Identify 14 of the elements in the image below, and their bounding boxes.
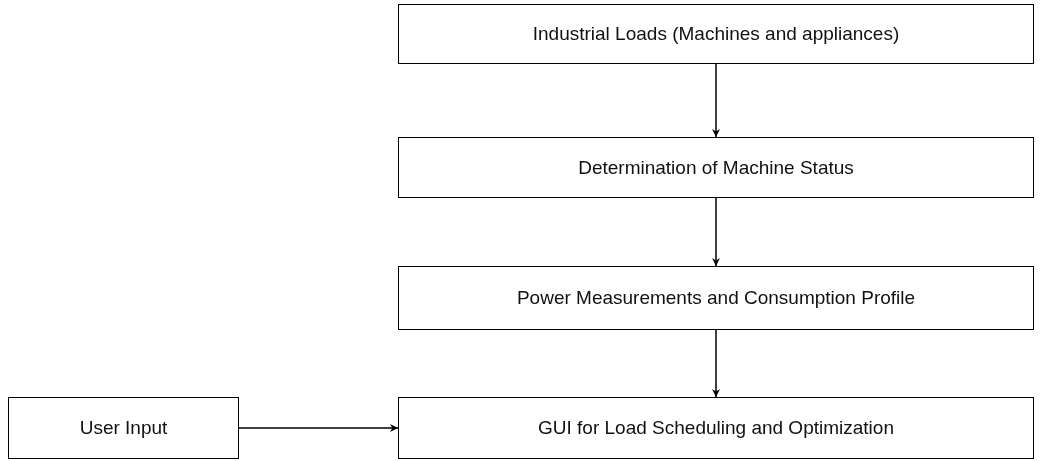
process-box <box>398 4 1034 64</box>
box-label: User Input <box>79 417 168 439</box>
process-box <box>398 137 1034 198</box>
box-label: Determination of Machine Status <box>578 156 854 179</box>
box-label: Power Measurements and Consumption Profile <box>516 287 916 309</box>
arrow <box>238 424 399 432</box>
box-label: Industrial Loads (Machines and appliances) <box>532 23 900 45</box>
arrow <box>712 63 720 138</box>
process-box <box>8 397 239 459</box>
arrow <box>712 329 720 398</box>
box-label: GUI for Load Scheduling and Optimization <box>538 417 894 439</box>
process-box <box>398 266 1034 330</box>
arrow <box>712 197 720 267</box>
process-box <box>398 397 1034 459</box>
